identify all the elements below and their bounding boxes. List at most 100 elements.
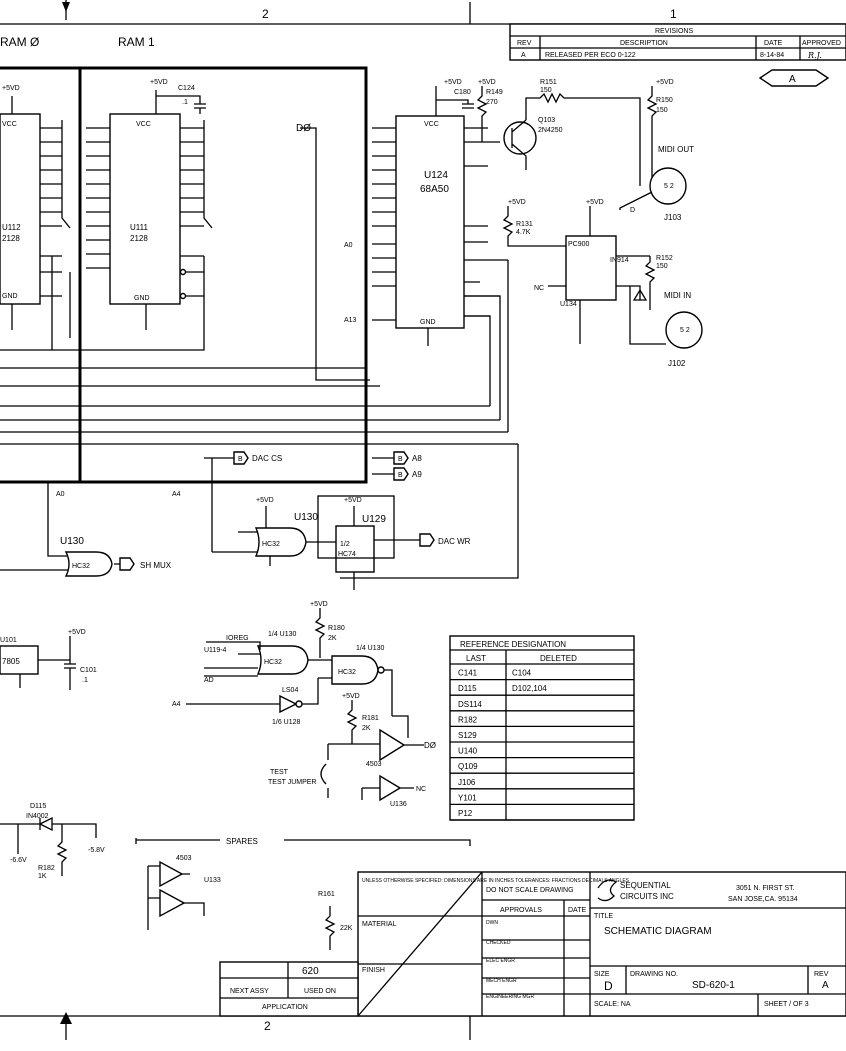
j102-label: J102 [668,359,686,368]
svg-text:C124: C124 [178,85,195,92]
svg-text:HC32: HC32 [72,563,90,570]
zone-label: 2 [262,7,269,21]
u130-sh-mux: U130 HC32 SH MUX [0,482,172,577]
svg-text:B: B [238,456,243,463]
svg-text:R152: R152 [656,255,673,262]
approved-col-header: APPROVED [802,40,841,47]
ref-col-last: LAST [466,654,486,663]
svg-text:DØ: DØ [296,123,311,134]
svg-text:R149: R149 [486,89,503,96]
svg-text:2K: 2K [362,725,371,732]
svg-text:HC32: HC32 [338,669,356,676]
svg-text:+5VD: +5VD [68,629,86,636]
drawing-size: D [604,979,613,993]
svg-text:R131: R131 [516,221,533,228]
svg-text:C180: C180 [454,89,471,96]
svg-text:VCC: VCC [2,121,17,128]
j103-connector [649,167,687,205]
svg-text:NC: NC [416,786,426,793]
svg-text:7805: 7805 [2,657,20,666]
svg-text:R151: R151 [540,79,557,86]
svg-text:+5VD: +5VD [586,199,604,206]
zone-label: 2 [264,1019,271,1033]
ref-deleted-cell: C104 [512,669,532,678]
a9-net: A9 [412,470,422,479]
rev-date: 8-14-84 [760,52,784,59]
svg-text:.1: .1 [182,99,188,106]
svg-text:1/2: 1/2 [340,541,350,548]
spares-section: SPARES 4503 U133 R161 22K [135,837,471,950]
svg-text:CIRCUITS INC: CIRCUITS INC [620,892,674,901]
svg-text:DATE: DATE [568,907,586,914]
u112-part: 2128 [2,234,20,243]
svg-text:D115: D115 [30,803,46,810]
svg-text:APPROVALS: APPROVALS [500,907,542,914]
svg-text:R182: R182 [38,865,55,872]
j102-connector [665,311,703,349]
revisions-block: REVISIONS REV DESCRIPTION DATE APPROVED … [509,23,846,87]
svg-text:HC74: HC74 [338,551,356,558]
svg-text:4503: 4503 [366,761,382,768]
svg-text:A: A [822,980,829,991]
test-jumper-label: TEST [270,769,289,776]
svg-text:A4: A4 [172,701,181,708]
svg-text:+5VD: +5VD [150,79,168,86]
company-logo-icon [597,879,618,902]
drawing-number: SD-620-1 [692,980,735,991]
svg-text:NEXT ASSY: NEXT ASSY [230,988,269,995]
svg-text:150: 150 [540,87,552,94]
svg-text:USED ON: USED ON [304,988,336,995]
svg-text:APPLICATION: APPLICATION [262,1004,308,1011]
svg-text:1/6 U128: 1/6 U128 [272,719,301,726]
svg-text:U136: U136 [390,801,407,808]
drawing-title: SCHEMATIC DIAGRAM [604,926,712,937]
svg-text:+5VD: +5VD [656,79,674,86]
svg-text:HC32: HC32 [262,541,280,548]
a8-net: A8 [412,454,422,463]
ref-deleted-cell: D102,104 [512,684,547,693]
svg-text:+5VD: +5VD [256,497,274,504]
date-col-header: DATE [764,40,782,47]
svg-text:GND: GND [2,293,18,300]
svg-text:IN4002: IN4002 [26,813,49,820]
u111-chip: VCC GND U111 2128 +5VD C124 .1 [86,79,206,330]
svg-text:SHEET / OF 3: SHEET / OF 3 [764,1001,809,1008]
svg-text:SAN JOSE,CA. 95134: SAN JOSE,CA. 95134 [728,896,798,903]
ref-col-deleted: DELETED [540,654,577,663]
rev-approved: R.J. [807,51,822,60]
svg-text:A4: A4 [172,491,181,498]
svg-text:IN914: IN914 [610,257,629,264]
svg-text:3051 N. FIRST ST.: 3051 N. FIRST ST. [736,885,795,892]
svg-text:150: 150 [656,263,668,270]
svg-text:+5VD: +5VD [2,85,20,92]
revisions-title: REVISIONS [655,28,693,35]
svg-text:R150: R150 [656,97,673,104]
ref-last-cell: P12 [458,809,473,818]
ref-last-cell: Y101 [458,793,477,802]
rev-flag-icon [758,69,830,87]
svg-text:TITLE: TITLE [594,913,613,920]
svg-text:+5VD: +5VD [508,199,526,206]
ref-last-cell: S129 [458,731,477,740]
tolerances-note: UNLESS OTHERWISE SPECIFIED: DIMENSIONS A… [362,878,630,884]
ram1-label: RAM 1 [118,35,155,49]
title-block: UNLESS OTHERWISE SPECIFIED: DIMENSIONS A… [357,871,846,1017]
ram0-label: RAM Ø [0,35,39,49]
svg-text:A0: A0 [56,491,65,498]
reset-logic: +5VD R180 2K 1/4 U130 IOREG U119-4 HC32 … [172,601,436,808]
midi-out-section: +5VD R149 270 Q103 2N4250 R151 150 +5VD … [476,79,694,222]
svg-text:+5VD: +5VD [310,601,328,608]
next-assy-block: 620 NEXT ASSY USED ON APPLICATION [219,961,359,1017]
company-name: SEQUENTIAL [620,881,671,890]
rev-col-header: REV [517,40,532,47]
svg-text:+5VD: +5VD [478,79,496,86]
ref-last-cell: D115 [458,684,477,693]
j103-label: J103 [664,213,682,222]
u111-part: 2128 [130,234,148,243]
svg-text:REV: REV [814,971,829,978]
svg-text:VCC: VCC [424,121,439,128]
model-number: 620 [302,966,319,977]
svg-text:150: 150 [656,107,668,114]
